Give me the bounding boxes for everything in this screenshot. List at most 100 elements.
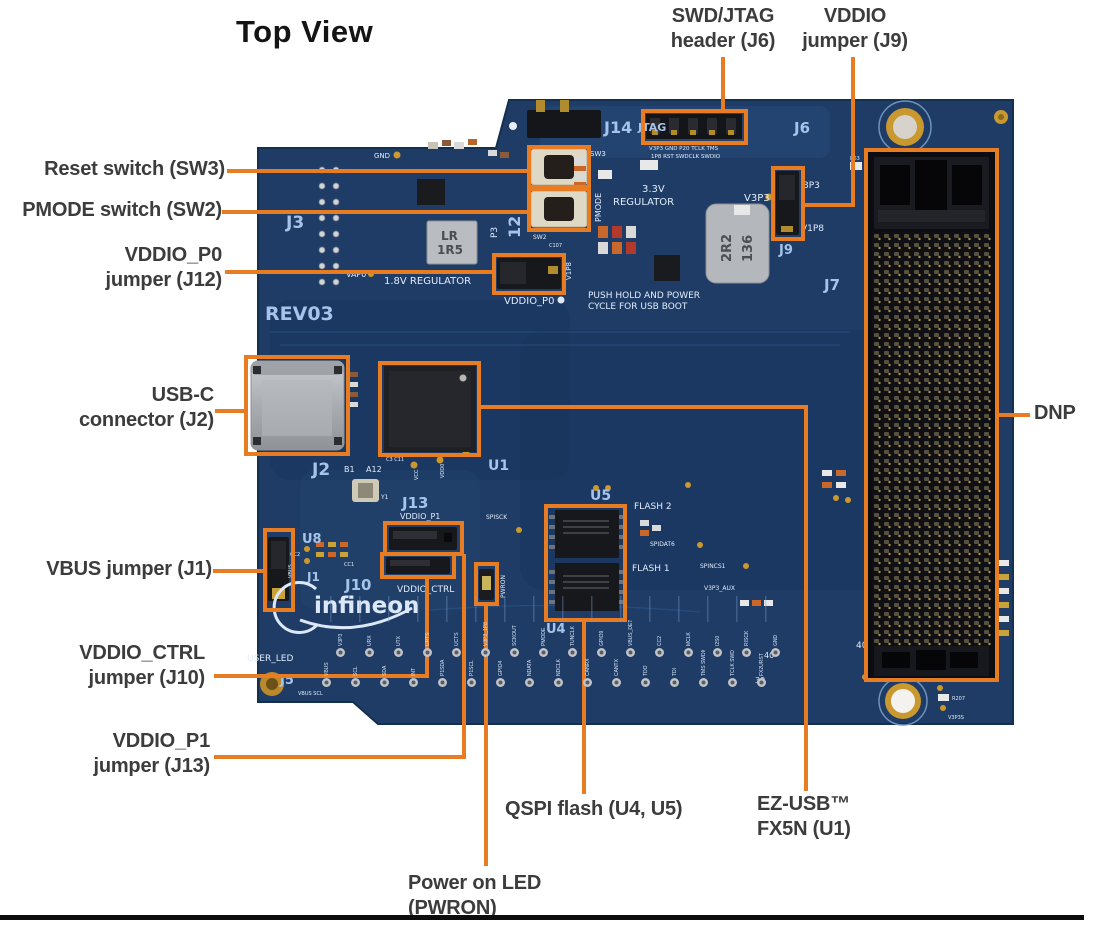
- io-pad: VBUS_DETECT: [616, 620, 645, 657]
- silk-pwron: PWRON: [500, 575, 507, 598]
- silk-pin40: 40: [764, 651, 774, 660]
- label-vddio-p0-jumper: VDDIO_P0 jumper (J12): [105, 244, 222, 291]
- io-pad-hole: [568, 648, 577, 657]
- silk-j9: J9: [778, 243, 793, 258]
- io-pad-hole: [510, 648, 519, 657]
- silk-flash1: FLASH 1: [632, 564, 670, 574]
- io-pad: TDI: [660, 650, 689, 687]
- silk-pin40b: 40: [856, 641, 868, 651]
- callout-lines: [213, 57, 1030, 866]
- trace-fan: [330, 596, 790, 622]
- j10-vddio-ctrl-jumper: [386, 557, 450, 574]
- silk-j6-pins-bottom: 1P8 RST SWDCLK SWDIO: [651, 154, 721, 160]
- silk-1r5: 1R5: [437, 243, 463, 257]
- label-vddio-ctrl-jumper: VDDIO_CTRL jumper (J10): [79, 642, 205, 689]
- silk-2r2: 2R2: [720, 234, 735, 262]
- qspi-flash-chips: [549, 510, 625, 611]
- usb-c-connector: [250, 360, 345, 451]
- silk-j7: J7: [823, 276, 840, 294]
- gold-vias: [304, 124, 946, 711]
- silk-v3p3-aux: V3P3_AUX: [704, 585, 735, 592]
- io-pad: VBUS: [312, 650, 341, 687]
- silk-lr: LR: [441, 229, 458, 243]
- label-dnp: DNP: [1034, 402, 1076, 424]
- io-pad-hole: [481, 648, 490, 657]
- io-pad-hole: [394, 648, 403, 657]
- label-swd-jtag-header: SWD/JTAG header (J6): [670, 5, 776, 52]
- io-pad: V3P3_1P8: [471, 620, 500, 657]
- io-pad-hole: [699, 678, 708, 687]
- io-pad: SCL: [341, 650, 370, 687]
- highlight-j6: [641, 109, 748, 145]
- io-pad-hole: [351, 678, 360, 687]
- io-pad-hole: [380, 678, 389, 687]
- label-vbus-jumper: VBUS jumper (J1): [46, 558, 212, 580]
- silk-j3: J3: [285, 213, 304, 233]
- io-pad-hole: [670, 678, 679, 687]
- y1-crystal: [352, 479, 379, 502]
- silk-r207: R207: [952, 696, 965, 702]
- io-pad-hole: [626, 648, 635, 657]
- j6-swd-jtag-header: [646, 114, 742, 139]
- io-pad: SDA: [370, 650, 399, 687]
- silk-u4: U4: [546, 622, 566, 637]
- silk-j14: J14: [603, 118, 632, 137]
- j12-vddio-p0-jumper: [497, 258, 565, 304]
- io-pad-hole: [496, 678, 505, 687]
- label-vddio-j9-jumper: VDDIO jumper (J9): [802, 5, 908, 52]
- silk-u8: U8: [302, 532, 322, 547]
- label-vddio-p1-jumper: VDDIO_P1 jumper (J13): [93, 730, 210, 777]
- io-pad: TDO: [631, 650, 660, 687]
- io-pad-hole: [684, 648, 693, 657]
- passive-clusters: [316, 139, 1009, 701]
- io-pad: UCTS: [442, 620, 471, 657]
- silk-gnd: GND: [374, 152, 390, 160]
- silk-j6-pins-top: V3P3 GND P20 TCLK TMS: [649, 146, 719, 152]
- silk-push-hold-1: PUSH HOLD AND POWER: [588, 291, 700, 301]
- io-pad: CANTX: [602, 650, 631, 687]
- silk-v1p8: V1P8: [801, 224, 824, 234]
- silk-vddio-p0: VDDIO_P0: [504, 296, 554, 307]
- io-pad: P1SCL: [457, 650, 486, 687]
- io-pad-hole: [525, 678, 534, 687]
- highlight-sw2: [527, 187, 591, 232]
- io-pad: SCKOUT: [500, 620, 529, 657]
- silk-cc2: CC2: [290, 552, 300, 558]
- highlight-boxes: [244, 109, 999, 682]
- sw2-pmode-switch: [530, 190, 588, 228]
- silk-j6: J6: [793, 119, 810, 137]
- silk-user-led: USER_LED: [247, 654, 293, 664]
- silk-1v8-regulator: 1.8V REGULATOR: [384, 276, 471, 287]
- silk-v3p3: V3P3: [744, 193, 770, 204]
- io-pad: URX: [355, 620, 384, 657]
- io-pad-hole: [771, 648, 780, 657]
- io-pad: TMS SWDIO: [689, 650, 718, 687]
- silk-a12: A12: [366, 465, 382, 474]
- label-power-on-led: Power on LED (PWRON): [408, 872, 542, 919]
- label-qspi-flash: QSPI flash (U4, U5): [505, 798, 683, 820]
- io-pad-hole: [409, 678, 418, 687]
- io-pad: UTX: [384, 620, 413, 657]
- io-pad: GPIO4: [486, 650, 515, 687]
- silk-vap0: VAP0: [346, 270, 366, 279]
- figure-title: Top View: [236, 14, 374, 49]
- io-pad-hole: [554, 678, 563, 687]
- dnp-connector: [868, 152, 995, 679]
- io-pad: TCLK SWDCLK: [718, 650, 747, 687]
- line-vddio-j9: [803, 57, 855, 207]
- line-ez-usb: [479, 405, 808, 791]
- silk-c107: C107: [549, 243, 562, 249]
- io-pad-hole: [583, 678, 592, 687]
- label-reset-switch: Reset switch (SW3): [44, 158, 225, 180]
- pwron-led: [479, 569, 494, 600]
- io-pad: GND: [761, 620, 790, 657]
- silk-regulator: REGULATOR: [613, 197, 674, 208]
- silk-12: 12: [505, 216, 524, 238]
- io-pad-hole: [757, 678, 766, 687]
- small-ic: [654, 255, 680, 281]
- silk-cc1: CC1: [344, 562, 354, 568]
